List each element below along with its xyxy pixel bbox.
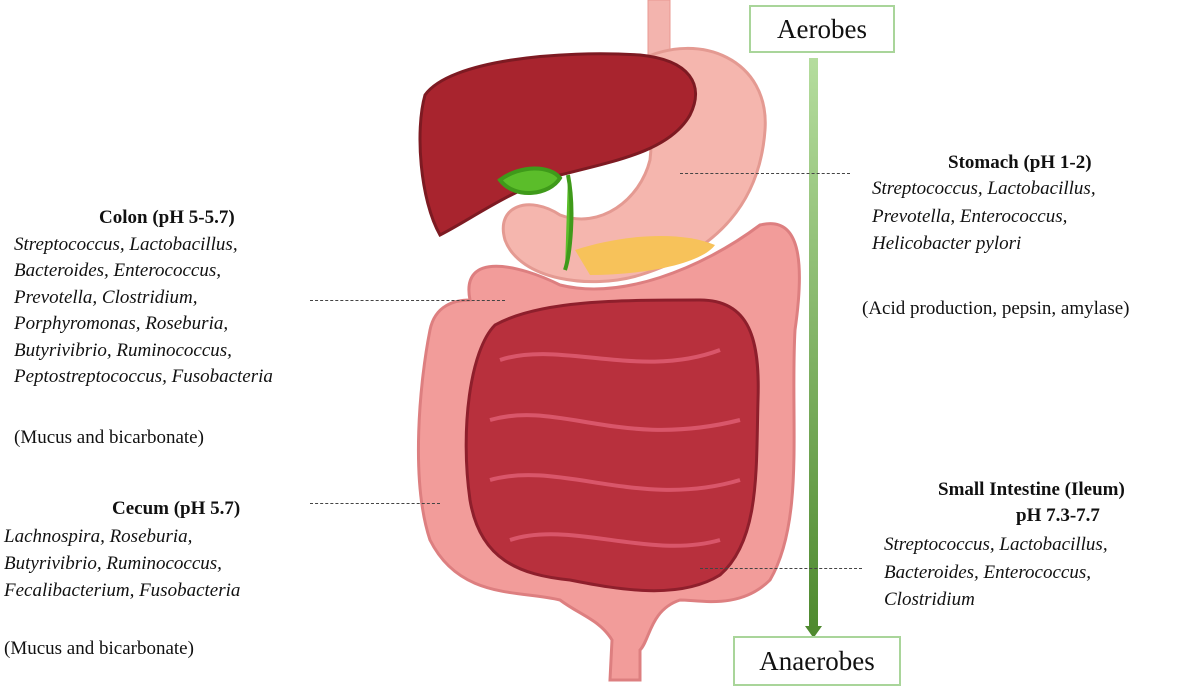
small-intestine-bacteria-2: Bacteroides, Enterococcus, — [884, 562, 1091, 583]
colon-bacteria-3: Prevotella, Clostridium, — [14, 287, 198, 308]
small-intestine-ph: pH 7.3-7.7 — [1016, 505, 1100, 526]
small-intestine — [464, 298, 760, 593]
intestinal-folds — [489, 348, 741, 548]
small-intestine-bacteria-1: Streptococcus, Lactobacillus, — [884, 534, 1108, 555]
aerobes-text: Aerobes — [777, 14, 867, 44]
gradient-arrow-shaft — [809, 58, 818, 628]
pancreas — [575, 235, 715, 275]
cecum-bacteria-3: Fecalibacterium, Fusobacteria — [4, 580, 241, 601]
colon-bacteria-6: Peptostreptococcus, Fusobacteria — [14, 366, 273, 387]
colon-bacteria-1: Streptococcus, Lactobacillus, — [14, 234, 238, 255]
colon-leader-line — [310, 300, 505, 301]
colon-bacteria-4: Porphyromonas, Roseburia, — [14, 313, 229, 334]
small-intestine-bacteria-3: Clostridium — [884, 589, 975, 610]
aerobes-label: Aerobes — [749, 5, 895, 53]
stomach-note: (Acid production, pepsin, amylase) — [862, 298, 1130, 319]
gallbladder — [497, 166, 574, 271]
small-intestine-title: Small Intestine (Ileum) — [938, 479, 1125, 500]
cecum-note: (Mucus and bicarbonate) — [4, 638, 194, 659]
gradient-arrow-head — [805, 626, 822, 638]
small-intestine-leader-line — [700, 568, 862, 569]
colon-note: (Mucus and bicarbonate) — [14, 427, 204, 448]
stomach-bacteria-2: Prevotella, Enterococcus, — [872, 206, 1068, 227]
cecum-bacteria-2: Butyrivibrio, Ruminococcus, — [4, 553, 222, 574]
cecum-bacteria-1: Lachnospira, Roseburia, — [4, 526, 193, 547]
colon-bacteria-2: Bacteroides, Enterococcus, — [14, 260, 221, 281]
stomach-leader-line — [680, 173, 850, 174]
stomach-bacteria-1: Streptococcus, Lactobacillus, — [872, 178, 1096, 199]
anaerobes-text: Anaerobes — [759, 646, 875, 676]
cecum-title: Cecum (pH 5.7) — [112, 498, 241, 519]
colon-bacteria-5: Butyrivibrio, Ruminococcus, — [14, 340, 232, 361]
stomach-bacteria-3: Helicobacter pylori — [872, 233, 1022, 254]
liver — [418, 52, 697, 237]
anaerobes-label: Anaerobes — [733, 636, 901, 686]
colon-title: Colon (pH 5-5.7) — [99, 207, 235, 228]
stomach-title: Stomach (pH 1-2) — [948, 152, 1092, 173]
cecum-leader-line — [310, 503, 440, 504]
